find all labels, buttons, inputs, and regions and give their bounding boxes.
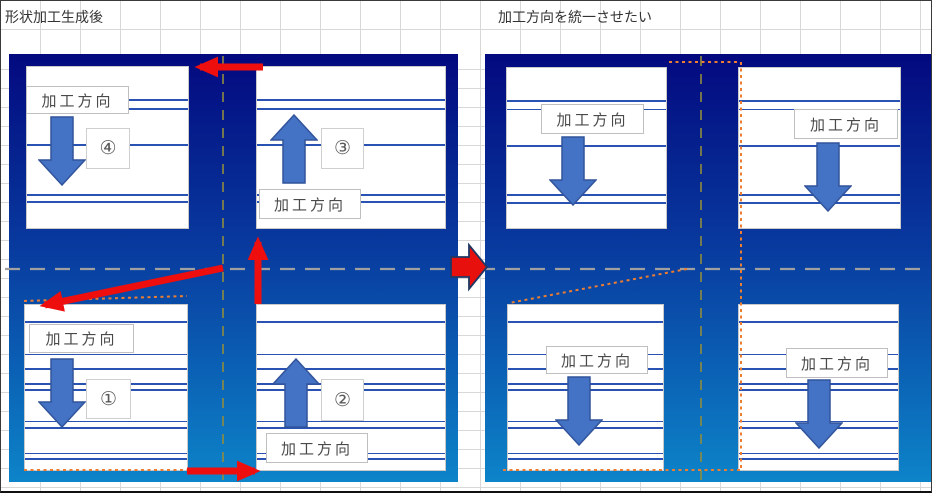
machining-layer-line	[508, 457, 663, 460]
machining-layer-line	[25, 427, 187, 430]
machining-layer-line	[25, 420, 187, 422]
machining-direction-arrow-down-icon[interactable]	[795, 379, 843, 449]
machining-layer-line	[507, 100, 666, 102]
step-number-badge[interactable]: ③	[321, 128, 364, 169]
machining-direction-label[interactable]: 加工方向	[541, 104, 644, 134]
machining-layer-line	[257, 367, 445, 370]
machining-layer-line	[507, 194, 666, 196]
machining-direction-arrow-down-icon[interactable]	[549, 136, 597, 206]
machining-layer-line	[507, 201, 666, 204]
step-number-badge[interactable]: ②	[321, 379, 364, 421]
quadrant-box-top-left[interactable]	[506, 67, 667, 229]
machining-layer-line	[257, 353, 445, 356]
machining-direction-label[interactable]: 加工方向	[266, 433, 368, 463]
machining-direction-arrow-up-icon[interactable]	[272, 358, 320, 428]
machining-layer-line	[25, 320, 187, 323]
machining-direction-label[interactable]: 加工方向	[794, 109, 898, 139]
machining-direction-label[interactable]: 加工方向	[29, 324, 134, 353]
machining-layer-line	[25, 452, 187, 455]
machining-direction-arrow-down-icon[interactable]	[38, 358, 86, 428]
machining-layer-line	[25, 367, 187, 370]
machining-direction-label[interactable]: 加工方向	[26, 86, 129, 114]
machining-direction-label[interactable]: 加工方向	[259, 189, 361, 219]
machining-layer-line	[508, 452, 663, 455]
machining-layer-line	[739, 100, 900, 102]
machining-layer-line	[739, 452, 898, 455]
machining-direction-arrow-down-icon[interactable]	[38, 116, 86, 186]
left-section-title-cell[interactable]: 形状加工生成後	[5, 9, 103, 25]
machining-layer-line	[507, 144, 666, 147]
machining-layer-line	[257, 320, 445, 323]
machining-direction-arrow-down-icon[interactable]	[804, 142, 852, 212]
machining-layer-line	[257, 99, 445, 102]
machining-layer-line	[257, 108, 445, 110]
machining-layer-line	[739, 320, 898, 323]
right-section-title-cell[interactable]: 加工方向を統一させたい	[498, 9, 652, 25]
left-diagram-canvas[interactable]: 加工方向 加工方向 加工方向 加工方向 ④ ③ ① ②	[9, 54, 458, 482]
machining-layer-line	[508, 320, 663, 323]
machining-layer-line	[27, 194, 188, 196]
machining-direction-label[interactable]: 加工方向	[786, 348, 888, 378]
machining-layer-line	[257, 427, 445, 430]
step-number-badge[interactable]: ④	[86, 128, 130, 169]
right-diagram-canvas[interactable]: 加工方向 加工方向 加工方向 加工方向	[485, 54, 931, 482]
machining-direction-arrow-up-icon[interactable]	[270, 114, 318, 184]
machining-layer-line	[25, 353, 187, 356]
machining-layer-line	[25, 457, 187, 460]
header-row-border	[1, 29, 931, 30]
machining-layer-line	[257, 420, 445, 422]
machining-layer-line	[27, 201, 188, 204]
machining-direction-arrow-down-icon[interactable]	[555, 376, 603, 446]
machining-layer-line	[739, 457, 898, 460]
machining-direction-label[interactable]: 加工方向	[546, 346, 648, 374]
step-number-badge[interactable]: ①	[86, 379, 131, 419]
